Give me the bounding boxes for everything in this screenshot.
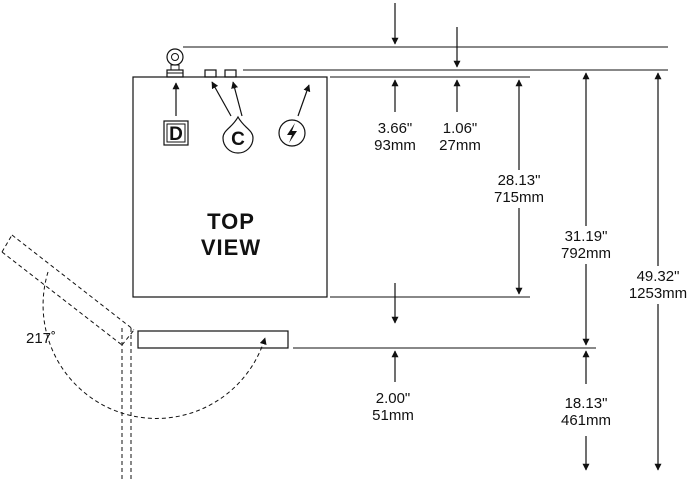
door-swing-arc (42, 271, 267, 419)
door-hinge-lines (121, 328, 132, 480)
dim-b-in: 1.06" (443, 120, 478, 137)
view-title-line1: TOP (207, 209, 255, 234)
dim-b-mm: 27mm (439, 137, 481, 154)
cabinet-body (132, 76, 328, 298)
dim-a-mm: 93mm (374, 137, 416, 154)
door-swing-angle: 217˚ (26, 330, 56, 347)
dim-d-label: 31.19" 792mm (558, 226, 614, 264)
dim-c-label: 28.13" 715mm (491, 170, 547, 208)
dim-c-mm: 715mm (494, 189, 544, 206)
dim-e-mm: 1253mm (629, 285, 687, 302)
dim-g-in: 18.13" (565, 395, 608, 412)
drain-label: D (169, 124, 183, 145)
door-closed (137, 330, 289, 349)
dim-a-in: 3.66" (378, 120, 413, 137)
electrical-icon (278, 119, 306, 147)
door-open-outline (1, 234, 135, 346)
dim-e-label: 49.32" 1253mm (623, 266, 691, 304)
drain-badge: D (163, 120, 189, 146)
dim-c-in: 28.13" (498, 172, 541, 189)
dim-f-in: 2.00" (376, 390, 411, 407)
dim-g-mm: 461mm (561, 412, 611, 429)
dim-e-in: 49.32" (637, 268, 680, 285)
water-pointer-arrow-2 (231, 81, 243, 117)
electrical-pointer-arrow (297, 84, 311, 117)
water-fitting-1 (204, 69, 217, 78)
cold-water-label: C (231, 129, 245, 150)
dim-d-in: 31.19" (565, 228, 608, 245)
dim-f-mm: 51mm (372, 407, 414, 424)
dim-d-mm: 792mm (561, 245, 611, 262)
water-drop-icon: C (222, 115, 254, 154)
drain-fitting (166, 48, 184, 78)
water-fitting-2 (224, 69, 237, 78)
view-title-line2: VIEW (201, 235, 261, 260)
water-pointer-arrow-1 (211, 81, 232, 117)
